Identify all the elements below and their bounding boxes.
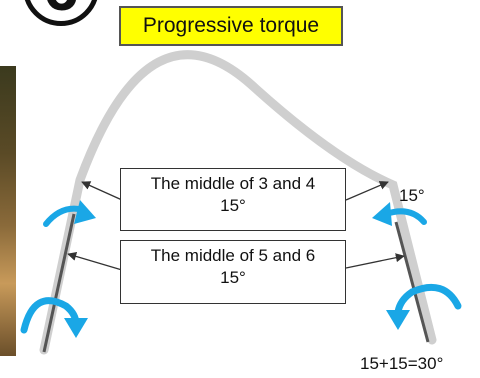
label-text: The middle of 5 and 6 xyxy=(150,246,316,265)
curved-rotation-arrow-icon xyxy=(394,283,462,316)
title-box: Progressive torque xyxy=(119,6,343,46)
photo-strip xyxy=(0,66,16,356)
archwire xyxy=(39,50,437,355)
right-angle-label: 15° xyxy=(399,186,425,205)
curved-rotation-arrow-icon xyxy=(20,297,80,334)
archwire-left-dark xyxy=(42,213,76,353)
pointer-arrow-icon xyxy=(345,253,405,269)
curved-rotation-arrow-icon xyxy=(74,200,96,224)
label-box-middle-5-6: The middle of 5 and 6 15° xyxy=(120,240,346,304)
curved-rotation-arrow-icon xyxy=(372,202,392,226)
pointer-arrow-icon xyxy=(345,181,389,201)
pointer-arrow-icon xyxy=(81,181,123,201)
total-angle-label: 15+15=30° xyxy=(360,354,444,373)
label-box-middle-3-4: The middle of 3 and 4 15° xyxy=(120,168,346,231)
pointer-arrow-icon xyxy=(67,251,123,271)
archwire-right-dark xyxy=(394,221,430,343)
label-text: The middle of 3 and 4 xyxy=(150,174,316,193)
label-angle: 15° xyxy=(220,268,246,287)
curved-rotation-arrow-icon xyxy=(386,310,410,330)
curved-rotation-arrow-icon xyxy=(64,318,88,338)
step-badge-number: 6 xyxy=(23,0,99,26)
label-angle: 15° xyxy=(220,196,246,215)
